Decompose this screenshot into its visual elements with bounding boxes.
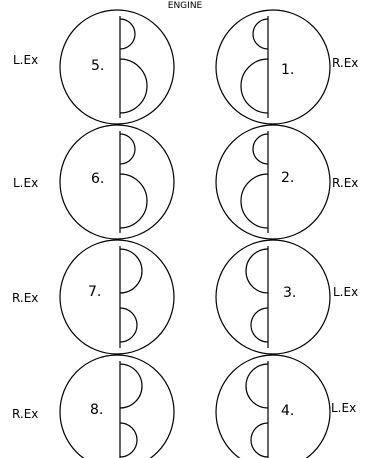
cylinder-outline [59, 354, 175, 458]
cylinder: 1. R.Ex [215, 9, 358, 125]
exhaust-label: L.Ex [333, 285, 358, 299]
exhaust-label: R.Ex [332, 176, 358, 190]
exhaust-valve [119, 248, 143, 294]
exhaust-label: R.Ex [12, 291, 38, 305]
exhaust-label: R.Ex [12, 407, 38, 421]
intake-valve [119, 18, 136, 50]
exhaust-valve [240, 58, 269, 114]
cylinder: 3. L.Ex [215, 239, 358, 355]
intake-valve [250, 307, 269, 343]
exhaust-valve [119, 173, 148, 229]
cylinder-outline [59, 124, 175, 240]
cylinder: 7. R.Ex [12, 239, 175, 355]
exhaust-valve [245, 363, 269, 409]
cylinder-number: 2. [281, 170, 294, 186]
exhaust-label: L.Ex [13, 176, 38, 190]
cylinder: 2. R.Ex [215, 124, 358, 240]
intake-valve [250, 422, 269, 458]
cylinder-number: 3. [283, 285, 296, 301]
cylinder-outline [59, 9, 175, 125]
intake-valve [119, 307, 138, 343]
exhaust-label: L.Ex [331, 401, 356, 415]
cylinder: 6. L.Ex [13, 124, 175, 240]
intake-valve [252, 133, 269, 165]
cylinder-number: 6. [91, 171, 104, 187]
cylinder-number: 8. [90, 402, 103, 418]
engine-title: ENGINE [168, 1, 203, 11]
cylinder: 8. R.Ex [12, 354, 175, 458]
cylinder-number: 1. [281, 62, 294, 78]
cylinder-number: 7. [88, 284, 101, 300]
exhaust-valve [119, 58, 148, 114]
exhaust-valve [245, 248, 269, 294]
cylinder-outline [215, 354, 331, 458]
intake-valve [252, 18, 269, 50]
cylinder-outline [215, 9, 331, 125]
cylinder-outline [215, 124, 331, 240]
cylinder-number: 4. [281, 403, 294, 419]
intake-valve [119, 133, 136, 165]
intake-valve [119, 422, 138, 458]
exhaust-label: R.Ex [332, 56, 358, 70]
cylinder-number: 5. [91, 58, 104, 74]
exhaust-label: L.Ex [13, 53, 38, 67]
exhaust-valve [119, 363, 143, 409]
cylinder-outline [215, 239, 331, 355]
cylinder-outline [59, 239, 175, 355]
cylinder: 5. L.Ex [13, 9, 175, 125]
exhaust-valve [240, 173, 269, 229]
cylinder: 4. L.Ex [215, 354, 356, 458]
